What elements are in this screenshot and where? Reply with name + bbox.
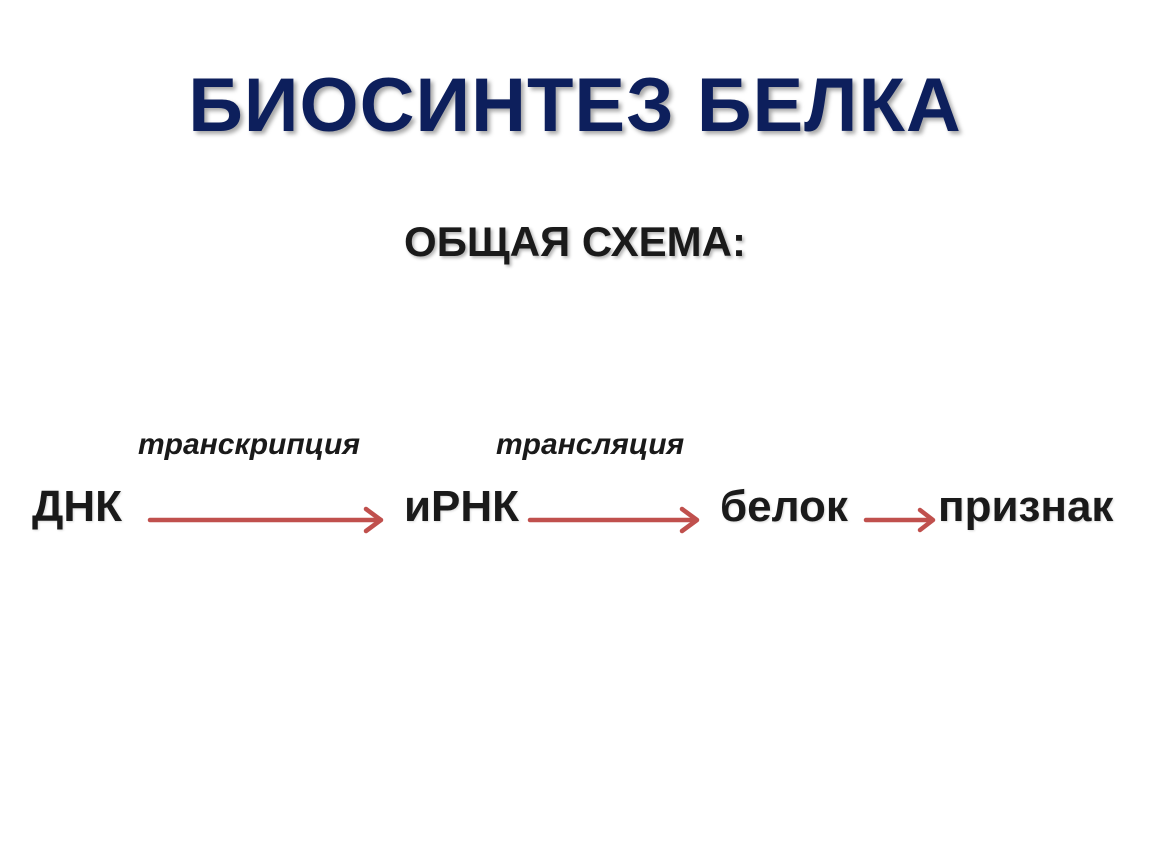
process-label-translation: трансляция xyxy=(496,428,685,461)
node-mrna: иРНК xyxy=(404,482,520,531)
arrow-dna-to-mrna xyxy=(147,506,384,534)
node-dna: ДНК xyxy=(32,482,122,531)
node-trait: признак xyxy=(938,482,1114,531)
arrow-mrna-to-protein xyxy=(527,506,700,534)
arrow-protein-to-trait xyxy=(863,507,936,533)
process-label-transcription: транскрипция xyxy=(138,428,361,461)
node-protein: белок xyxy=(720,482,848,531)
slide-title: БИОСИНТЕЗ БЕЛКА xyxy=(188,63,962,148)
slide-subtitle: ОБЩАЯ СХЕМА: xyxy=(404,218,746,265)
